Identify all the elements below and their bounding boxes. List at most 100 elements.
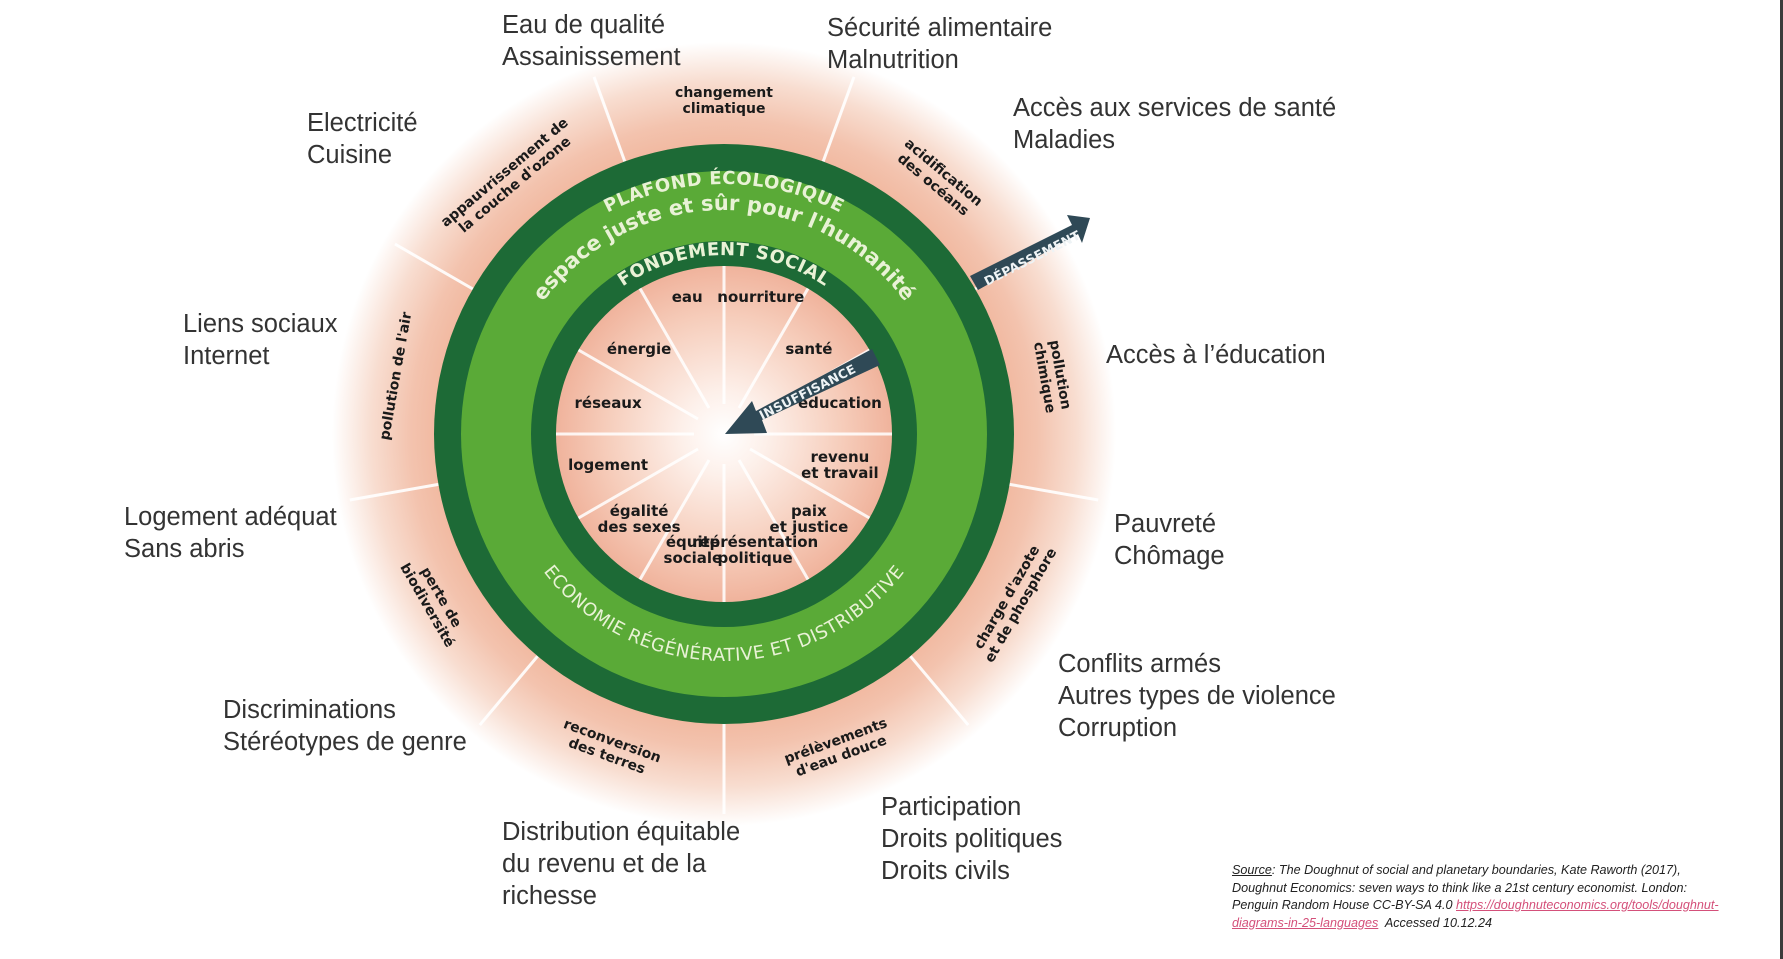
social-foundation-label-line: équité bbox=[666, 533, 720, 551]
label-line: Assainissement bbox=[502, 43, 681, 71]
social-divider-line bbox=[577, 447, 699, 520]
ecological-divider-line bbox=[394, 242, 474, 291]
social-divider-line bbox=[577, 348, 699, 421]
social-foundation-label: réseaux bbox=[575, 394, 642, 412]
social-divider-line bbox=[737, 287, 810, 409]
label-line: Liens sociaux bbox=[183, 310, 338, 338]
label-line: Conflits armés bbox=[1058, 650, 1221, 678]
social-foundation-label-line: et travail bbox=[801, 464, 878, 482]
label-line: Maladies bbox=[1013, 126, 1116, 154]
outer-label-electricite: Electricité Cuisine bbox=[307, 107, 418, 171]
source-line-3: Penguin Random House CC-BY-SA 4.0 https:… bbox=[1232, 897, 1719, 915]
social-foundation-label-line: éducation bbox=[798, 394, 882, 412]
source-line-4: diagrams-in-25-languages Accessed 10.12.… bbox=[1232, 915, 1719, 933]
social-foundation-label-line: politique bbox=[717, 549, 792, 567]
shortfall-arrow-icon bbox=[725, 349, 880, 434]
label-line: Sans abris bbox=[124, 535, 245, 563]
accessed-date: Accessed 10.12.24 bbox=[1378, 915, 1492, 930]
social-foundation-label-line: nourriture bbox=[717, 288, 804, 306]
label-line: Stéréotypes de genre bbox=[223, 728, 467, 756]
label-line: Electricité bbox=[307, 109, 418, 137]
source-text: Penguin Random House CC-BY-SA 4.0 bbox=[1232, 898, 1456, 912]
window-edge bbox=[1780, 0, 1783, 959]
social-foundation-label: logement bbox=[568, 456, 648, 474]
social-foundation-label: eau bbox=[672, 288, 703, 306]
social-foundation-label-line: et justice bbox=[770, 518, 849, 536]
social-shortfall-area bbox=[556, 266, 892, 602]
source-text: : The Doughnut of social and planetary b… bbox=[1271, 863, 1681, 877]
social-foundation-label-line: égalité bbox=[610, 502, 669, 520]
label-line: Sécurité alimentaire bbox=[827, 14, 1053, 42]
source-link[interactable]: https://doughnuteconomics.org/tools/doug… bbox=[1456, 898, 1719, 912]
ecological-divider-line bbox=[909, 655, 970, 727]
outer-label-securite: Sécurité alimentaire Malnutrition bbox=[827, 12, 1052, 76]
ecological-divider-line bbox=[349, 482, 439, 502]
outer-label-distribution: Distribution équitable du revenu et de l… bbox=[502, 816, 740, 912]
ecological-divider-line bbox=[821, 76, 856, 163]
social-foundation-label-line: réseaux bbox=[575, 394, 642, 412]
outer-label-liens: Liens sociaux Internet bbox=[183, 308, 338, 372]
label-line: Droits civils bbox=[881, 857, 1010, 885]
social-foundation-label: santé bbox=[785, 340, 832, 358]
social-foundation-label: nourriture bbox=[717, 288, 804, 306]
ecological-ceiling-label-line: climatique bbox=[683, 101, 766, 117]
social-foundation-label-line: représentation bbox=[692, 533, 818, 551]
label-line: Pauvreté bbox=[1114, 510, 1217, 538]
outer-label-sante: Accès aux services de santé Maladies bbox=[1013, 92, 1336, 156]
social-divider-line bbox=[638, 459, 711, 581]
social-foundation-label-line: énergie bbox=[607, 340, 671, 358]
ecological-ceiling-label-line: changement bbox=[675, 85, 773, 101]
ecological-divider-line bbox=[478, 655, 539, 727]
label-line: Cuisine bbox=[307, 141, 393, 169]
label-line: Droits politiques bbox=[881, 825, 1063, 853]
label-line: Internet bbox=[183, 342, 270, 370]
outer-label-conflits: Conflits armés Autres types de violence … bbox=[1058, 648, 1336, 744]
label-line: Corruption bbox=[1058, 714, 1178, 742]
social-divider-line bbox=[737, 459, 810, 581]
ecological-divider-line bbox=[1009, 482, 1099, 502]
label-line: Logement adéquat bbox=[124, 503, 337, 531]
outer-label-discriminations: Discriminations Stéréotypes de genre bbox=[223, 694, 467, 758]
label-line: du revenu et de la bbox=[502, 850, 707, 878]
source-line-1: Source: The Doughnut of social and plane… bbox=[1232, 862, 1719, 880]
social-foundation-label-line: revenu bbox=[810, 448, 869, 466]
ecological-divider-line bbox=[592, 76, 627, 163]
social-foundation-label: éducation bbox=[798, 394, 882, 412]
social-foundation-label-line: santé bbox=[785, 340, 832, 358]
label-line: Chômage bbox=[1114, 542, 1225, 570]
social-foundation-label-line: paix bbox=[791, 502, 827, 520]
social-foundation-label-line: eau bbox=[672, 288, 703, 306]
outer-label-logement: Logement adéquat Sans abris bbox=[124, 501, 337, 565]
source-keyword: Source bbox=[1232, 863, 1272, 877]
source-link-continued[interactable]: diagrams-in-25-languages bbox=[1232, 915, 1379, 930]
label-line: Autres types de violence bbox=[1058, 682, 1336, 710]
label-line: Eau de qualité bbox=[502, 11, 666, 39]
outer-label-eau: Eau de qualité Assainissement bbox=[502, 9, 681, 73]
label-line: Malnutrition bbox=[827, 46, 959, 74]
social-foundation-label: énergie bbox=[607, 340, 671, 358]
label-line: Accès aux services de santé bbox=[1013, 94, 1337, 122]
label-line: Accès à l’éducation bbox=[1106, 341, 1326, 369]
social-divider-line bbox=[638, 287, 711, 409]
social-foundation-label-line: des sexes bbox=[598, 518, 681, 536]
outer-label-pauvrete: Pauvreté Chômage bbox=[1114, 508, 1225, 572]
label-line: Distribution équitable bbox=[502, 818, 741, 846]
label-line: Participation bbox=[881, 793, 1022, 821]
social-divider-line bbox=[749, 447, 871, 520]
label-line: richesse bbox=[502, 882, 597, 910]
social-foundation-label-line: logement bbox=[568, 456, 648, 474]
social-foundation-label-line: sociale bbox=[664, 549, 723, 567]
outer-label-participation: Participation Droits politiques Droits c… bbox=[881, 791, 1062, 887]
source-line-2: Doughnut Economics: seven ways to think … bbox=[1232, 880, 1688, 895]
label-line: Discriminations bbox=[223, 696, 396, 724]
outer-label-education: Accès à l’éducation bbox=[1106, 339, 1326, 371]
overshoot-arrow-icon bbox=[970, 215, 1090, 290]
